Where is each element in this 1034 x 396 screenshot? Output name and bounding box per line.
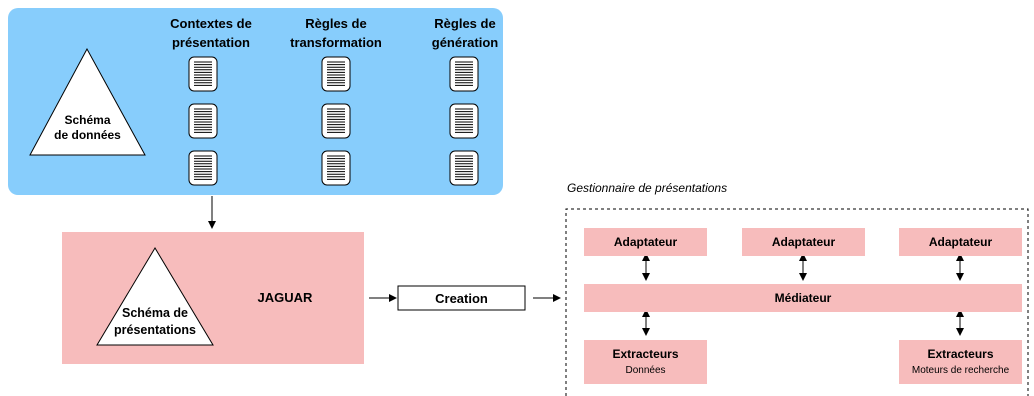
document-icon — [188, 103, 218, 139]
extracteur-subtitle: Données — [625, 365, 666, 376]
adaptateur-box-3: Adaptateur — [899, 228, 1022, 256]
extracteur-box-moteurs: Extracteurs Moteurs de recherche — [899, 340, 1022, 384]
document-icons — [188, 56, 479, 186]
creation-label: Creation — [435, 291, 488, 306]
manager-caption: Gestionnaire de présentations — [567, 181, 728, 195]
mediateur-box: Médiateur — [584, 284, 1022, 312]
adaptateur-label: Adaptateur — [613, 235, 678, 249]
document-icon — [188, 56, 218, 92]
document-icon — [188, 150, 218, 186]
extracteur-box-donnees: Extracteurs Données — [584, 340, 707, 384]
mediateur-label: Médiateur — [774, 291, 832, 305]
adaptateur-box-1: Adaptateur — [584, 228, 707, 256]
document-icon — [321, 150, 351, 186]
extracteur-title: Extracteurs — [612, 347, 679, 361]
adaptateur-label: Adaptateur — [771, 235, 836, 249]
creation-box — [397, 285, 526, 311]
document-icon — [449, 56, 479, 92]
column-header-transformation: Règles de transformation — [290, 16, 382, 50]
extracteur-title: Extracteurs — [927, 347, 994, 361]
jaguar-title: JAGUAR — [257, 290, 313, 305]
extracteur-subtitle: Moteurs de recherche — [911, 365, 1010, 376]
data-schema-triangle — [29, 47, 146, 156]
data-schema-label: Schéma de données — [54, 113, 121, 142]
document-icon — [449, 103, 479, 139]
adaptateur-box-2: Adaptateur — [742, 228, 865, 256]
column-header-generation: Règles de génération — [431, 16, 499, 50]
presentation-schema-triangle — [96, 247, 214, 346]
presentation-schema-label: Schéma de présentations — [114, 306, 196, 337]
document-icon — [449, 150, 479, 186]
document-icon — [321, 56, 351, 92]
adaptateur-label: Adaptateur — [928, 235, 993, 249]
column-header-contexts: Contextes de présentation — [170, 16, 252, 50]
document-icon — [321, 103, 351, 139]
